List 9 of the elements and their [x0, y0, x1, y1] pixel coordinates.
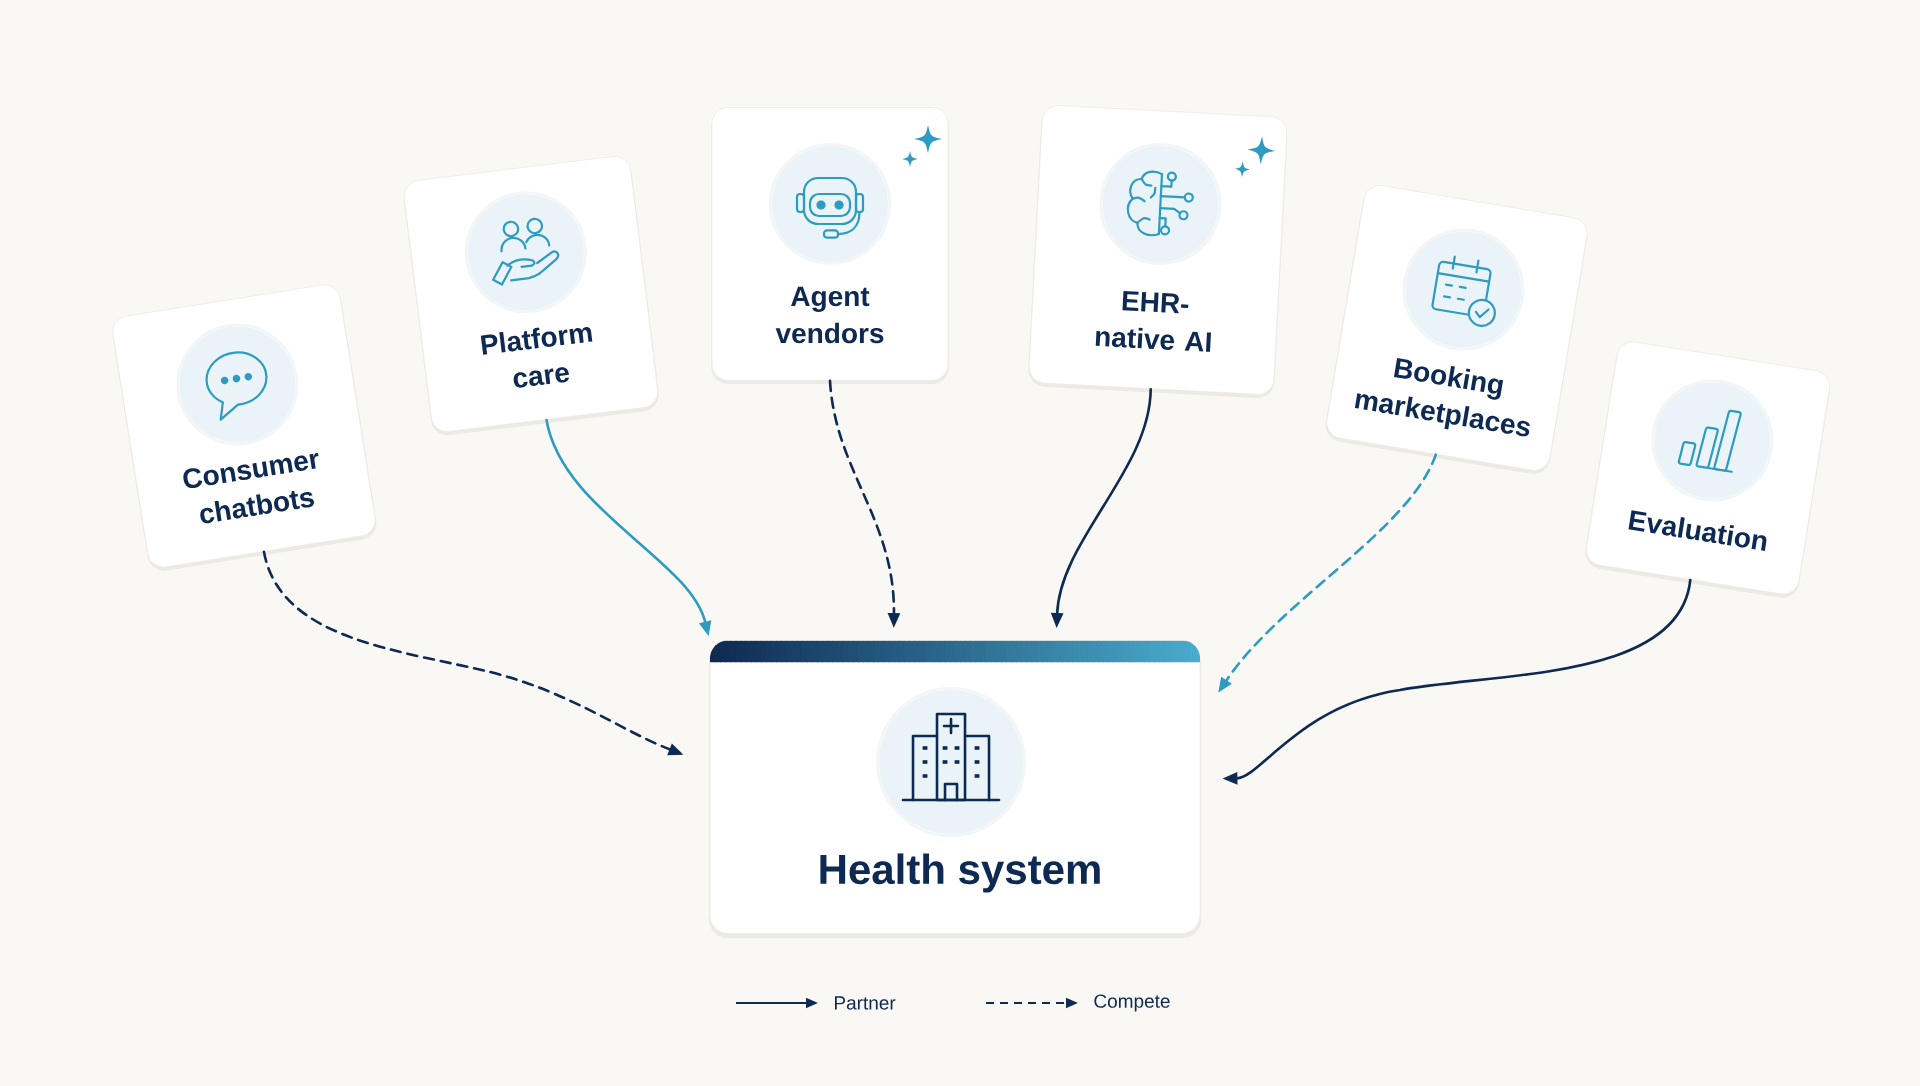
card-label: Booking marketplaces [1354, 358, 1530, 437]
legend-label: Partner [835, 996, 896, 1010]
legend-label: Compete [1094, 994, 1170, 1012]
card-label: Health system [820, 853, 1100, 893]
card-label: Agent vendors [775, 286, 884, 344]
card-label: EHR-native AI [1095, 290, 1211, 352]
card-label: Consumer chatbots [183, 452, 319, 524]
card-label: Platform care [480, 326, 593, 388]
card-label: Evaluation [1628, 510, 1767, 551]
